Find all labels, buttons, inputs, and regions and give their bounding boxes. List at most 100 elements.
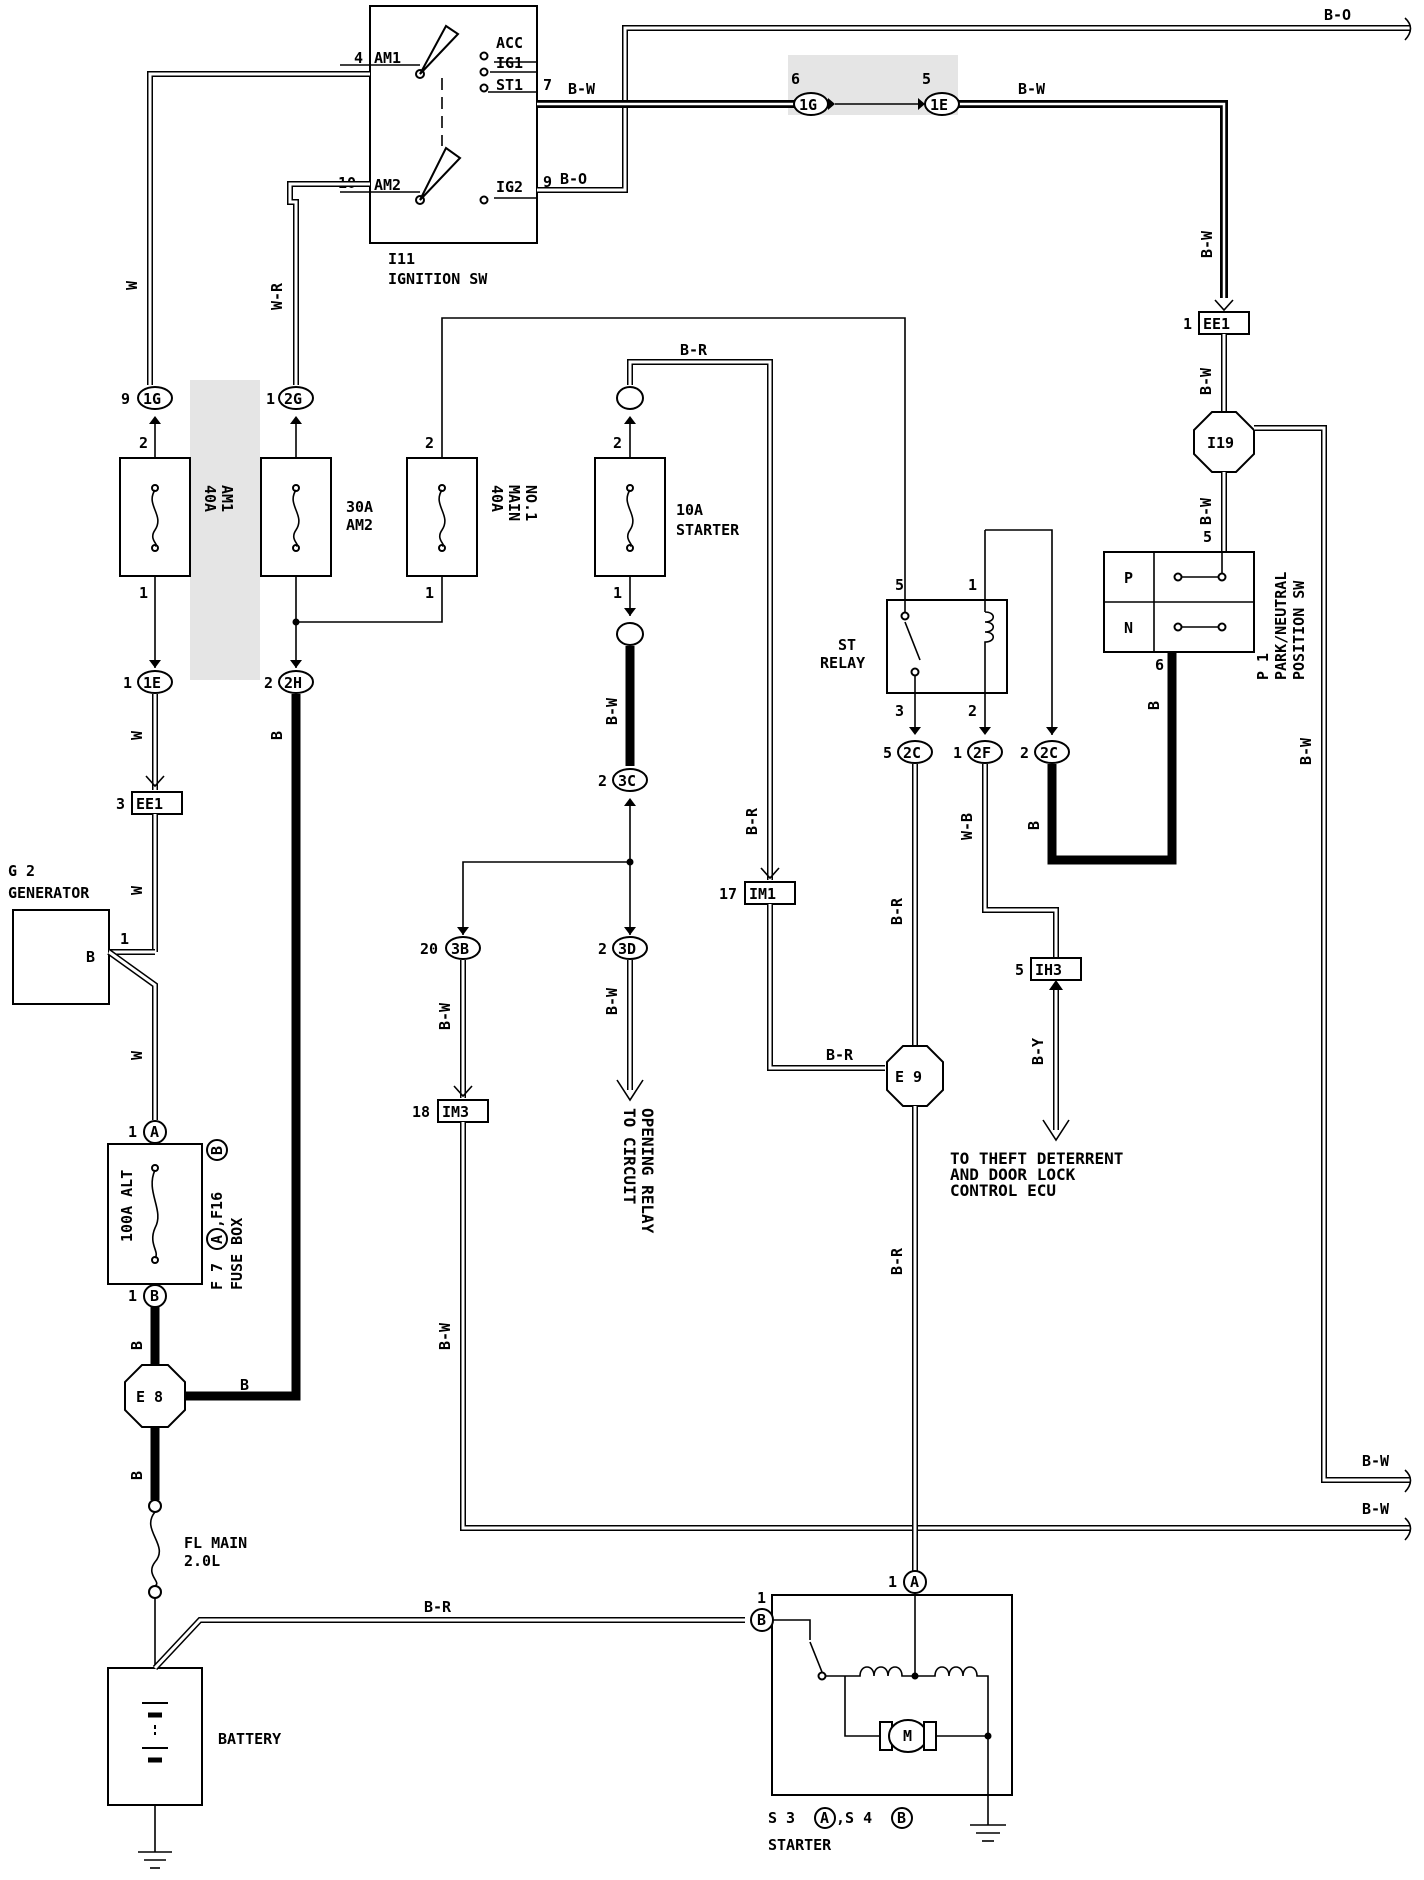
svg-text:B: B: [86, 948, 95, 966]
svg-text:5: 5: [1203, 528, 1212, 546]
svg-text:,F16: ,F16: [208, 1192, 226, 1228]
svg-text:B-R: B-R: [743, 807, 761, 835]
svg-text:1: 1: [128, 1123, 137, 1141]
connector-2g: 2G 1: [266, 386, 314, 424]
svg-text:W: W: [128, 730, 146, 740]
svg-text:B: B: [1025, 821, 1043, 830]
svg-text:F 7: F 7: [208, 1263, 226, 1290]
svg-text:W: W: [123, 280, 141, 290]
wire-w-am1: W: [123, 71, 370, 385]
connector-e8: E 8 B: [124, 1364, 186, 1500]
fuse-starter: 2 1 10A STARTER: [594, 434, 740, 602]
svg-text:2: 2: [425, 434, 434, 452]
svg-text:B: B: [150, 1287, 159, 1305]
wire-b-r-starter-top: B-R B-R: [627, 341, 780, 880]
connector-2f: 2F 1 W-B: [953, 727, 1059, 958]
generator: G 2 GENERATOR B 1 W: [8, 862, 158, 1120]
connector-2c-b: 2C 2 B B: [1020, 652, 1177, 865]
svg-text:TO CIRCUIT: TO CIRCUIT: [620, 1108, 639, 1204]
svg-text:B-W: B-W: [1197, 497, 1215, 525]
svg-text:2: 2: [139, 434, 148, 452]
svg-text:B-W: B-W: [1362, 1500, 1390, 1518]
svg-text:2H: 2H: [284, 674, 302, 692]
svg-text:1E: 1E: [143, 674, 161, 692]
connector-im1: IM1 17 B-R: [719, 881, 885, 1071]
wire-b-2h: 2H 2 B B B: [128, 622, 314, 1401]
svg-text:5: 5: [883, 744, 892, 762]
ig-ig1-label: IG1: [496, 54, 523, 72]
svg-text:1: 1: [953, 744, 962, 762]
svg-text:1E: 1E: [930, 96, 948, 114]
ig-st1-label: ST1: [496, 76, 523, 94]
connector-1e-top: 1E 5: [918, 70, 960, 116]
svg-text:2C: 2C: [1040, 744, 1058, 762]
svg-text:1: 1: [266, 390, 275, 408]
svg-text:P 1: P 1: [1254, 653, 1272, 680]
wire-b-r-battery: B-R: [152, 1598, 745, 1671]
svg-text:17: 17: [719, 885, 737, 903]
svg-text:2C: 2C: [903, 744, 921, 762]
ig-ig2-label: IG2: [496, 178, 523, 196]
svg-text:AM1: AM1: [218, 485, 236, 512]
svg-text:B-R: B-R: [424, 1598, 452, 1616]
svg-text:IM3: IM3: [442, 1103, 469, 1121]
svg-text:FUSE BOX: FUSE BOX: [228, 1218, 246, 1290]
svg-text:1: 1: [1183, 315, 1192, 333]
svg-text:5: 5: [1015, 961, 1024, 979]
connector-1g-top: 1G 6: [791, 70, 835, 116]
fuse-main: 2 1 40A MAIN NO.1: [406, 317, 906, 605]
svg-text:GENERATOR: GENERATOR: [8, 884, 90, 902]
connector-2c-a: 2C 5 B-R: [883, 727, 933, 1046]
wire-b-w-starter: B-W 3C 2: [457, 646, 648, 935]
svg-text:A: A: [150, 1123, 159, 1141]
svg-text:W-B: W-B: [958, 813, 976, 840]
svg-text:5: 5: [922, 70, 931, 88]
ig-am2-label: AM2: [374, 176, 401, 194]
svg-text:B: B: [1145, 701, 1163, 710]
svg-text:STARTER: STARTER: [676, 521, 740, 539]
svg-text:1: 1: [120, 930, 129, 948]
svg-text:B-R: B-R: [888, 897, 906, 925]
svg-text:9: 9: [121, 390, 130, 408]
svg-text:S 3: S 3: [768, 1809, 795, 1827]
svg-text:W-R: W-R: [268, 282, 286, 310]
connector-3d: 3D 2: [598, 936, 648, 960]
svg-text:3B: 3B: [451, 940, 469, 958]
fuse-am1: 2 1 40A AM1: [119, 424, 236, 602]
park-neutral-switch: P N 5 6 P 1 PARK/NEUTRAL POSITION SW: [1103, 528, 1308, 680]
svg-text:I19: I19: [1207, 434, 1234, 452]
shaded-area-am1: [190, 380, 260, 680]
svg-text:2: 2: [968, 702, 977, 720]
svg-text:1: 1: [123, 674, 132, 692]
connector-blank-top: [616, 386, 644, 458]
svg-text:6: 6: [791, 70, 800, 88]
svg-text:18: 18: [412, 1103, 430, 1121]
svg-text:NO.1: NO.1: [522, 485, 540, 521]
wire-b-w-st1: B-W B-W B-W: [537, 80, 1234, 311]
svg-text:AM2: AM2: [346, 516, 373, 534]
svg-text:B-W: B-W: [436, 1322, 454, 1350]
wire-w-r-am2: W-R: [268, 181, 370, 385]
battery: BATTERY: [107, 1667, 281, 1869]
wire-label-bo-2: B-O: [1324, 6, 1351, 24]
connector-i19: I19 B-W B-W B-W: [1193, 411, 1412, 1493]
svg-text:B: B: [757, 1611, 766, 1629]
connector-ih3: IH3 5 B-Y TO THEFT DETERRENT AND DOOR LO…: [950, 957, 1123, 1200]
svg-text:10A: 10A: [676, 501, 703, 519]
connector-ee1-right: EE1 1 B-W: [1183, 311, 1250, 412]
svg-text:3C: 3C: [618, 772, 636, 790]
svg-text:B-R: B-R: [888, 1247, 906, 1275]
ig-am1-label: AM1: [374, 49, 401, 67]
svg-text:BATTERY: BATTERY: [218, 1730, 281, 1748]
connector-e9: E 9 B-R: [886, 1045, 944, 1580]
svg-text:STARTER: STARTER: [768, 1836, 832, 1854]
ig-ig2-pin: 9: [543, 173, 552, 191]
svg-text:IH3: IH3: [1035, 961, 1062, 979]
svg-text:1: 1: [128, 1287, 137, 1305]
starter-motor: A 1 B 1 M S 3 A ,S 4 B STARTER: [750, 1570, 1013, 1854]
svg-text:A: A: [208, 1235, 226, 1244]
svg-text:1: 1: [757, 1589, 766, 1607]
connector-1g: 1G 9: [121, 386, 173, 424]
svg-text:1G: 1G: [143, 390, 161, 408]
svg-text:CONTROL ECU: CONTROL ECU: [950, 1181, 1056, 1200]
